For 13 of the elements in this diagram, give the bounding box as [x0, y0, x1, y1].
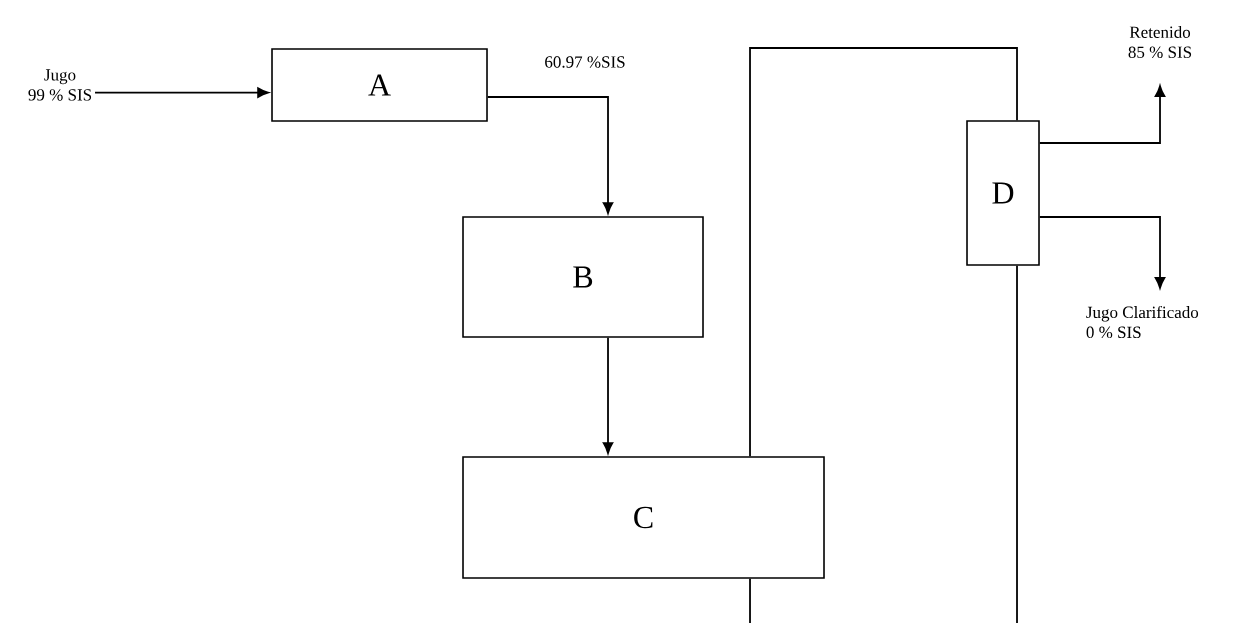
arrow	[1038, 216, 1166, 289]
arrow	[94, 87, 269, 98]
process-box: D	[966, 120, 1040, 266]
process-box: C	[462, 456, 825, 579]
process-box: A	[271, 48, 488, 122]
arrow	[602, 336, 614, 454]
stream-label: Jugo Clarificado 0 % SIS	[1086, 305, 1199, 339]
arrow	[1038, 85, 1166, 144]
text-label: Jugo 99 % SIS	[28, 69, 92, 101]
stream-label: Retenido 85 % SIS	[1128, 26, 1192, 58]
arrow	[486, 96, 614, 214]
process-box: B	[462, 216, 704, 338]
edge-label: 60.97 %SIS	[542, 54, 628, 70]
